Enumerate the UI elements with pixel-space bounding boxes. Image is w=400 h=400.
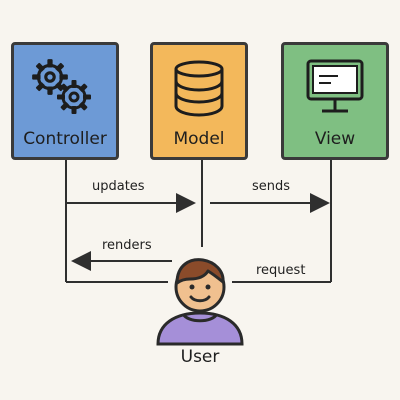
gears-icon bbox=[14, 53, 116, 125]
view-box: View bbox=[281, 42, 389, 160]
request-label: request bbox=[256, 263, 306, 278]
database-icon bbox=[153, 53, 245, 125]
controller-label: Controller bbox=[23, 129, 107, 149]
view-label: View bbox=[314, 129, 356, 149]
monitor-icon bbox=[284, 53, 386, 125]
renders-label: renders bbox=[102, 238, 152, 253]
sends-label: sends bbox=[252, 179, 291, 194]
updates-label: updates bbox=[92, 179, 145, 194]
user-avatar-icon bbox=[150, 247, 250, 347]
model-label: Model bbox=[173, 129, 225, 149]
model-box: Model bbox=[150, 42, 248, 160]
user-label: User bbox=[180, 347, 220, 367]
controller-box: Controller bbox=[11, 42, 119, 160]
